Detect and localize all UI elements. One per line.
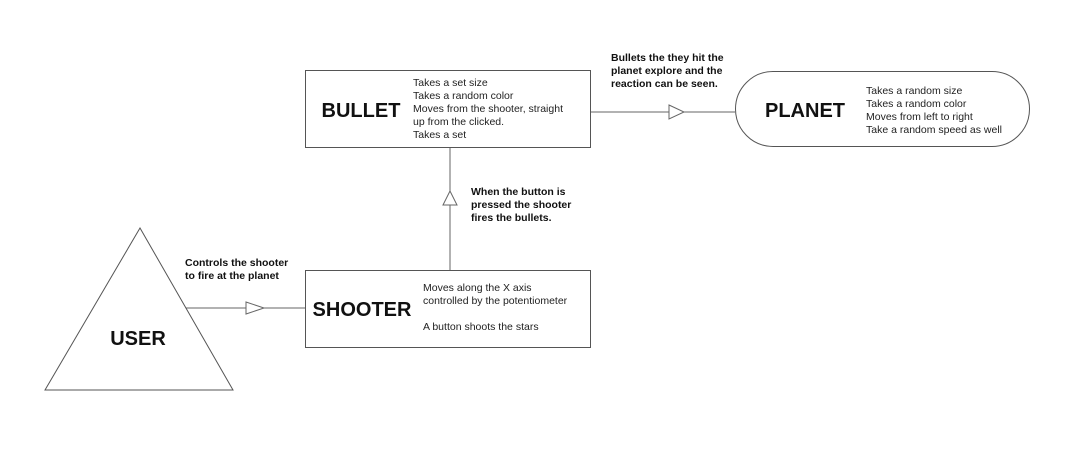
bullet-desc-line: Takes a random color xyxy=(413,90,514,102)
shooter-desc-line: A button shoots the stars xyxy=(423,321,539,333)
shooter-desc-line: controlled by the potentiometer xyxy=(423,295,568,307)
bullet-desc-line: up from the clicked. xyxy=(413,116,504,128)
planet-desc-line: Moves from left to right xyxy=(866,111,973,123)
label-bullet-to-planet: Bullets the they hit the planet explore … xyxy=(611,52,724,90)
arrowhead-right xyxy=(668,104,686,120)
shooter-title: SHOOTER xyxy=(313,299,412,321)
connector-bullet-to-planet xyxy=(591,104,735,120)
connector-label-line: planet explore and the xyxy=(611,65,723,77)
shooter-desc-line: Moves along the X axis xyxy=(423,282,532,294)
bullet-node: BULLET Takes a set size Takes a random c… xyxy=(305,70,591,148)
bullet-desc-line: Takes a set xyxy=(413,129,466,141)
connector-label-line: pressed the shooter xyxy=(471,199,571,211)
connector-label-line: fires the bullets. xyxy=(471,212,552,224)
planet-desc-line: Take a random speed as well xyxy=(866,124,1002,136)
planet-desc-line: Takes a random color xyxy=(866,98,967,110)
connector-label-line: Controls the shooter xyxy=(185,257,288,269)
connector-shooter-to-bullet xyxy=(442,147,458,270)
arrowhead-up xyxy=(442,189,458,206)
planet-node: PLANET Takes a random size Takes a rando… xyxy=(735,71,1030,147)
label-shooter-to-bullet: When the button is pressed the shooter f… xyxy=(471,186,571,224)
planet-box xyxy=(735,71,1030,147)
arrowhead-right xyxy=(245,301,266,315)
user-title: USER xyxy=(110,328,166,350)
bullet-desc-line: Takes a set size xyxy=(413,77,488,89)
bullet-desc-line: Moves from the shooter, straight xyxy=(413,103,563,115)
user-node: USER xyxy=(44,227,234,391)
planet-title: PLANET xyxy=(765,100,845,122)
shooter-box xyxy=(305,270,591,348)
bullet-title: BULLET xyxy=(322,100,401,122)
connector-user-to-shooter xyxy=(186,301,305,315)
user-triangle xyxy=(44,227,234,391)
shooter-node: SHOOTER Moves along the X axis controlle… xyxy=(305,270,591,348)
connector-label-line: Bullets the they hit the xyxy=(611,52,724,64)
label-user-to-shooter: Controls the shooter to fire at the plan… xyxy=(185,257,288,282)
connector-label-line: When the button is xyxy=(471,186,566,198)
connector-label-line: to fire at the planet xyxy=(185,270,279,282)
bullet-box xyxy=(305,70,591,148)
planet-desc-line: Takes a random size xyxy=(866,85,962,97)
connector-label-line: reaction can be seen. xyxy=(611,78,718,90)
